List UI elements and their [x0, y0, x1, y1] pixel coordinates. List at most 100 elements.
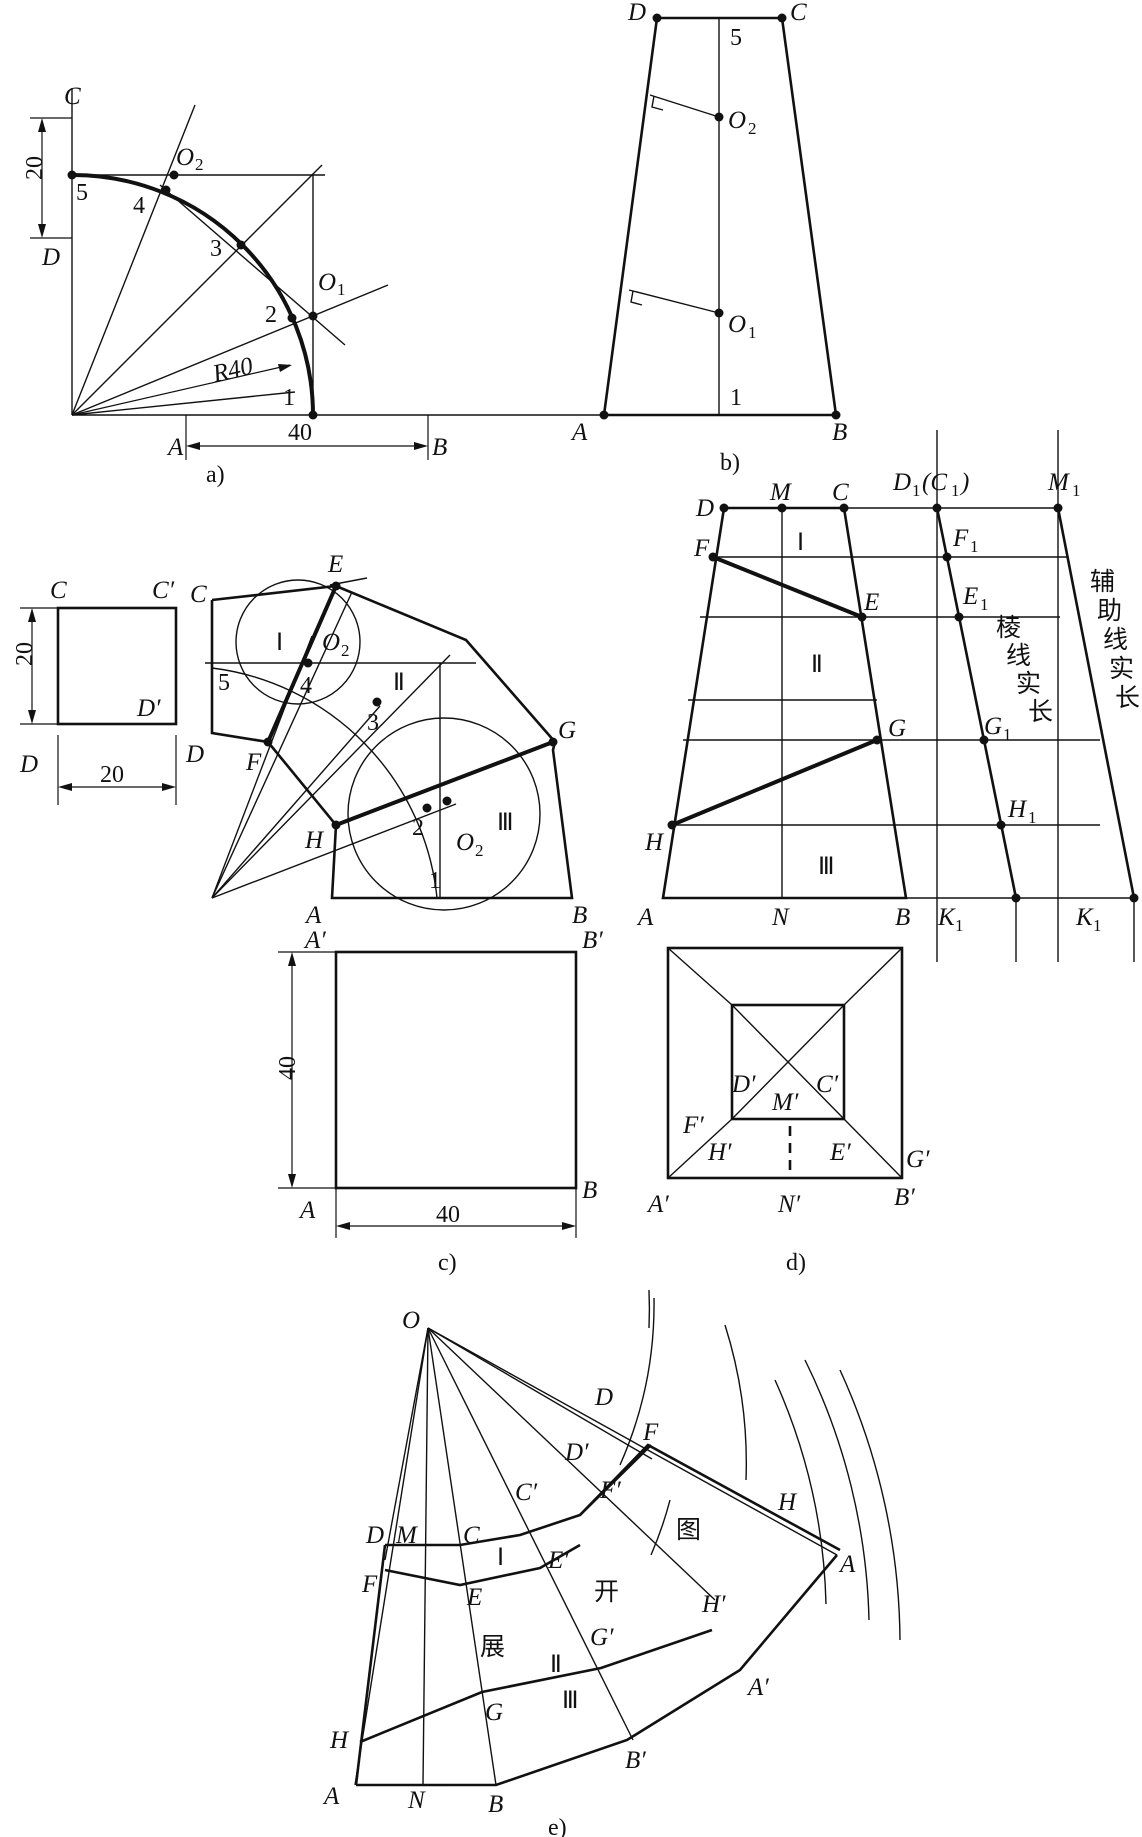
num-4: 4 [300, 673, 312, 699]
label-o1: O [728, 311, 746, 338]
dim-40h-label: 40 [436, 1202, 460, 1228]
label-n: N [407, 1787, 426, 1814]
label-bp: B′ [894, 1184, 915, 1211]
label-a: A [570, 419, 588, 446]
label-ap: A′ [303, 927, 326, 954]
dim-20h-label: 20 [100, 762, 124, 788]
aux-true-length [1056, 507, 1136, 899]
num-5: 5 [218, 670, 230, 696]
label-m: M [769, 479, 792, 506]
num-1: 1 [730, 385, 742, 411]
region-i: Ⅰ [497, 1545, 504, 1571]
num-5: 5 [76, 180, 88, 206]
label-d: D [19, 751, 38, 778]
construction-arc [211, 667, 438, 899]
label-h1: H [1007, 796, 1028, 823]
note-aux-true-length: 辅 助 线 实 长 [1090, 567, 1140, 712]
label-c: C [64, 83, 81, 110]
dim-20-label: 20 [22, 156, 48, 180]
panel-d: D M C F E G H A N B D 1 (C 1 ) M 1 F 1 E… [636, 430, 1140, 1276]
label-bp: B′ [625, 1747, 646, 1774]
region-iii: Ⅲ [562, 1688, 579, 1714]
num-2: 2 [412, 815, 424, 841]
perp-line [628, 289, 720, 314]
label-dp: D′ [136, 695, 161, 722]
horizontal-lines [663, 507, 1138, 899]
radials [354, 1327, 838, 1786]
label-ep: E′ [547, 1547, 569, 1574]
label-o2-iii-sub: 2 [475, 841, 484, 860]
svg-text:长: 长 [1115, 683, 1140, 712]
label-o2-i-sub: 2 [341, 641, 350, 660]
label-ep: E′ [829, 1139, 851, 1166]
circle-i [235, 579, 361, 705]
panel-e: O D D′ F F′ H A H′ A′ C′ E′ G′ B′ D M C … [322, 1289, 901, 1837]
label-d: D [594, 1384, 613, 1411]
svg-text:助: 助 [1097, 596, 1122, 625]
label-b2: B [572, 902, 587, 929]
bottom-boundary [356, 1554, 838, 1787]
num-3: 3 [210, 236, 222, 262]
frustum-outline [602, 16, 838, 417]
panel-b: D C 5 O 2 O 1 1 A B b) [570, 0, 847, 476]
label-e1: E [962, 583, 978, 610]
label-cp: C′ [152, 577, 175, 604]
points [599, 13, 841, 420]
label-f: F [245, 749, 262, 776]
label-h1-sub: 1 [1028, 808, 1037, 827]
boundary-fe [384, 1543, 581, 1587]
points [263, 581, 558, 830]
label-o2-iii: O [456, 829, 474, 856]
boundary-hg [359, 1628, 713, 1744]
svg-text:辅: 辅 [1090, 567, 1115, 596]
upper-boundary [385, 1443, 841, 1552]
label-b3: B [582, 1177, 597, 1204]
perp-line [649, 94, 720, 118]
label-b: B [895, 904, 910, 931]
svg-text:实: 实 [1016, 669, 1041, 698]
panel-a: C D A B O 2 O 1 5 4 3 2 1 40 20 R40 a) [22, 83, 755, 488]
label-g1-sub: 1 [1003, 725, 1012, 744]
caption-e: e) [548, 1815, 567, 1837]
label-o1-sub: 1 [337, 280, 346, 299]
region-iii: Ⅲ [818, 854, 835, 880]
label-c: C [50, 577, 67, 604]
label-gp: G′ [906, 1146, 930, 1173]
circle-iii [347, 717, 541, 911]
edge-gh [334, 740, 555, 827]
caption-c: c) [438, 1250, 457, 1276]
num-2: 2 [265, 302, 277, 328]
label-m: M [395, 1522, 418, 1549]
frustum-outline [661, 506, 908, 900]
label-cp: C′ [515, 1479, 538, 1506]
region-i: Ⅰ [276, 630, 283, 656]
region-ii: Ⅱ [811, 652, 823, 678]
label-o2-sub: 2 [195, 155, 204, 174]
label-m1-sub: 1 [1072, 481, 1081, 500]
label-c1-sub: 1 [951, 481, 960, 500]
note-edge-true-length: 棱 线 实 长 [996, 613, 1053, 726]
label-h: H [644, 829, 665, 856]
label-d: D [695, 495, 714, 522]
word-zhan: 展 [480, 1632, 505, 1661]
word-kai: 开 [594, 1577, 619, 1606]
label-d: D [41, 244, 60, 271]
points [667, 503, 1139, 903]
edge-true-length [935, 507, 1018, 899]
label-c: C [832, 479, 849, 506]
label-k1b-sub: 1 [1093, 916, 1102, 935]
label-g1: G [984, 713, 1002, 740]
label-h: H [304, 827, 325, 854]
label-o: O [402, 1307, 420, 1334]
label-f: F [693, 535, 710, 562]
small-square [56, 606, 178, 726]
label-a: A [636, 904, 654, 931]
svg-text:线: 线 [1103, 625, 1128, 654]
label-d1: D [892, 469, 911, 496]
label-hp: H′ [701, 1591, 726, 1618]
label-fp: F′ [682, 1112, 704, 1139]
label-f2: F [361, 1571, 378, 1598]
label-o1: O [318, 269, 336, 296]
label-d2: D [365, 1522, 384, 1549]
